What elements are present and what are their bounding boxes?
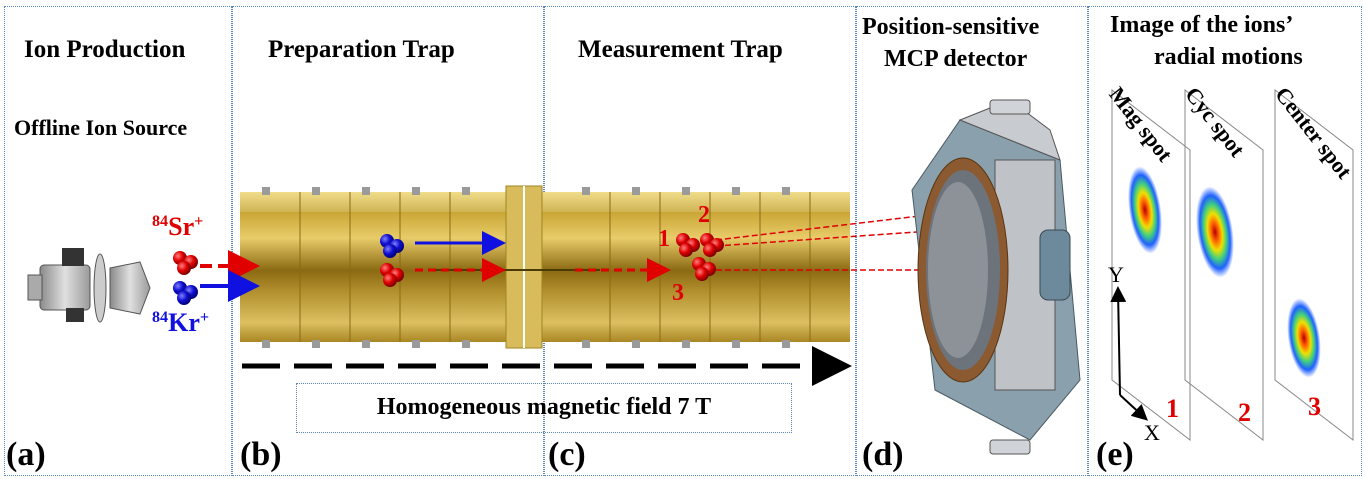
spot-1-number: 1 [1166, 394, 1179, 423]
spot-3-number: 3 [1308, 392, 1321, 421]
sr-ion-label: 84Sr+ [152, 212, 204, 241]
panel-e-title-line1: Image of the ions’ [1110, 12, 1294, 38]
spot-1-image [1128, 166, 1162, 254]
detector-image-planes [1111, 88, 1354, 442]
spot-2-number: 2 [1238, 398, 1251, 427]
panel-c-label: (c) [548, 436, 586, 473]
trap-body [240, 185, 850, 349]
panel-d-label: (d) [862, 436, 904, 473]
panel-d-title-line2: MCP detector [884, 46, 1028, 72]
panel-a-subtitle: Offline Ion Source [14, 115, 188, 140]
panel-a-frame [4, 6, 232, 476]
axis-y-label: Y [1108, 262, 1124, 287]
trap-position-2: 2 [698, 202, 710, 228]
ion-clusters [173, 233, 724, 305]
trap-position-3: 3 [672, 280, 684, 306]
panel-a-title: Ion Production [24, 36, 186, 63]
spot-3-image [1287, 298, 1321, 378]
kr-ion-label: 84Kr+ [152, 308, 210, 337]
panel-a-label: (a) [6, 436, 46, 473]
magnetic-field-label: Homogeneous magnetic field 7 T [376, 394, 712, 420]
panel-c-title: Measurement Trap [578, 36, 783, 63]
panel-b-label: (b) [240, 436, 282, 473]
magnetic-field-box: Homogeneous magnetic field 7 T [296, 383, 792, 433]
panel-e-label: (e) [1096, 436, 1134, 473]
panel-d-frame [856, 6, 1088, 476]
spot-2-image [1196, 186, 1234, 278]
panel-e-frame [1088, 6, 1362, 476]
panel-d-title-line1: Position-sensitive [862, 14, 1040, 40]
trap-position-1: 1 [658, 226, 670, 252]
beam-arrows [200, 212, 946, 302]
axis-x-label: X [1144, 420, 1160, 445]
xy-axes [1110, 286, 1148, 421]
ion-source [27, 248, 151, 323]
panel-e-title-line2: radial motions [1154, 44, 1303, 70]
panel-b-title: Preparation Trap [268, 36, 455, 63]
mcp-detector [911, 99, 1081, 455]
